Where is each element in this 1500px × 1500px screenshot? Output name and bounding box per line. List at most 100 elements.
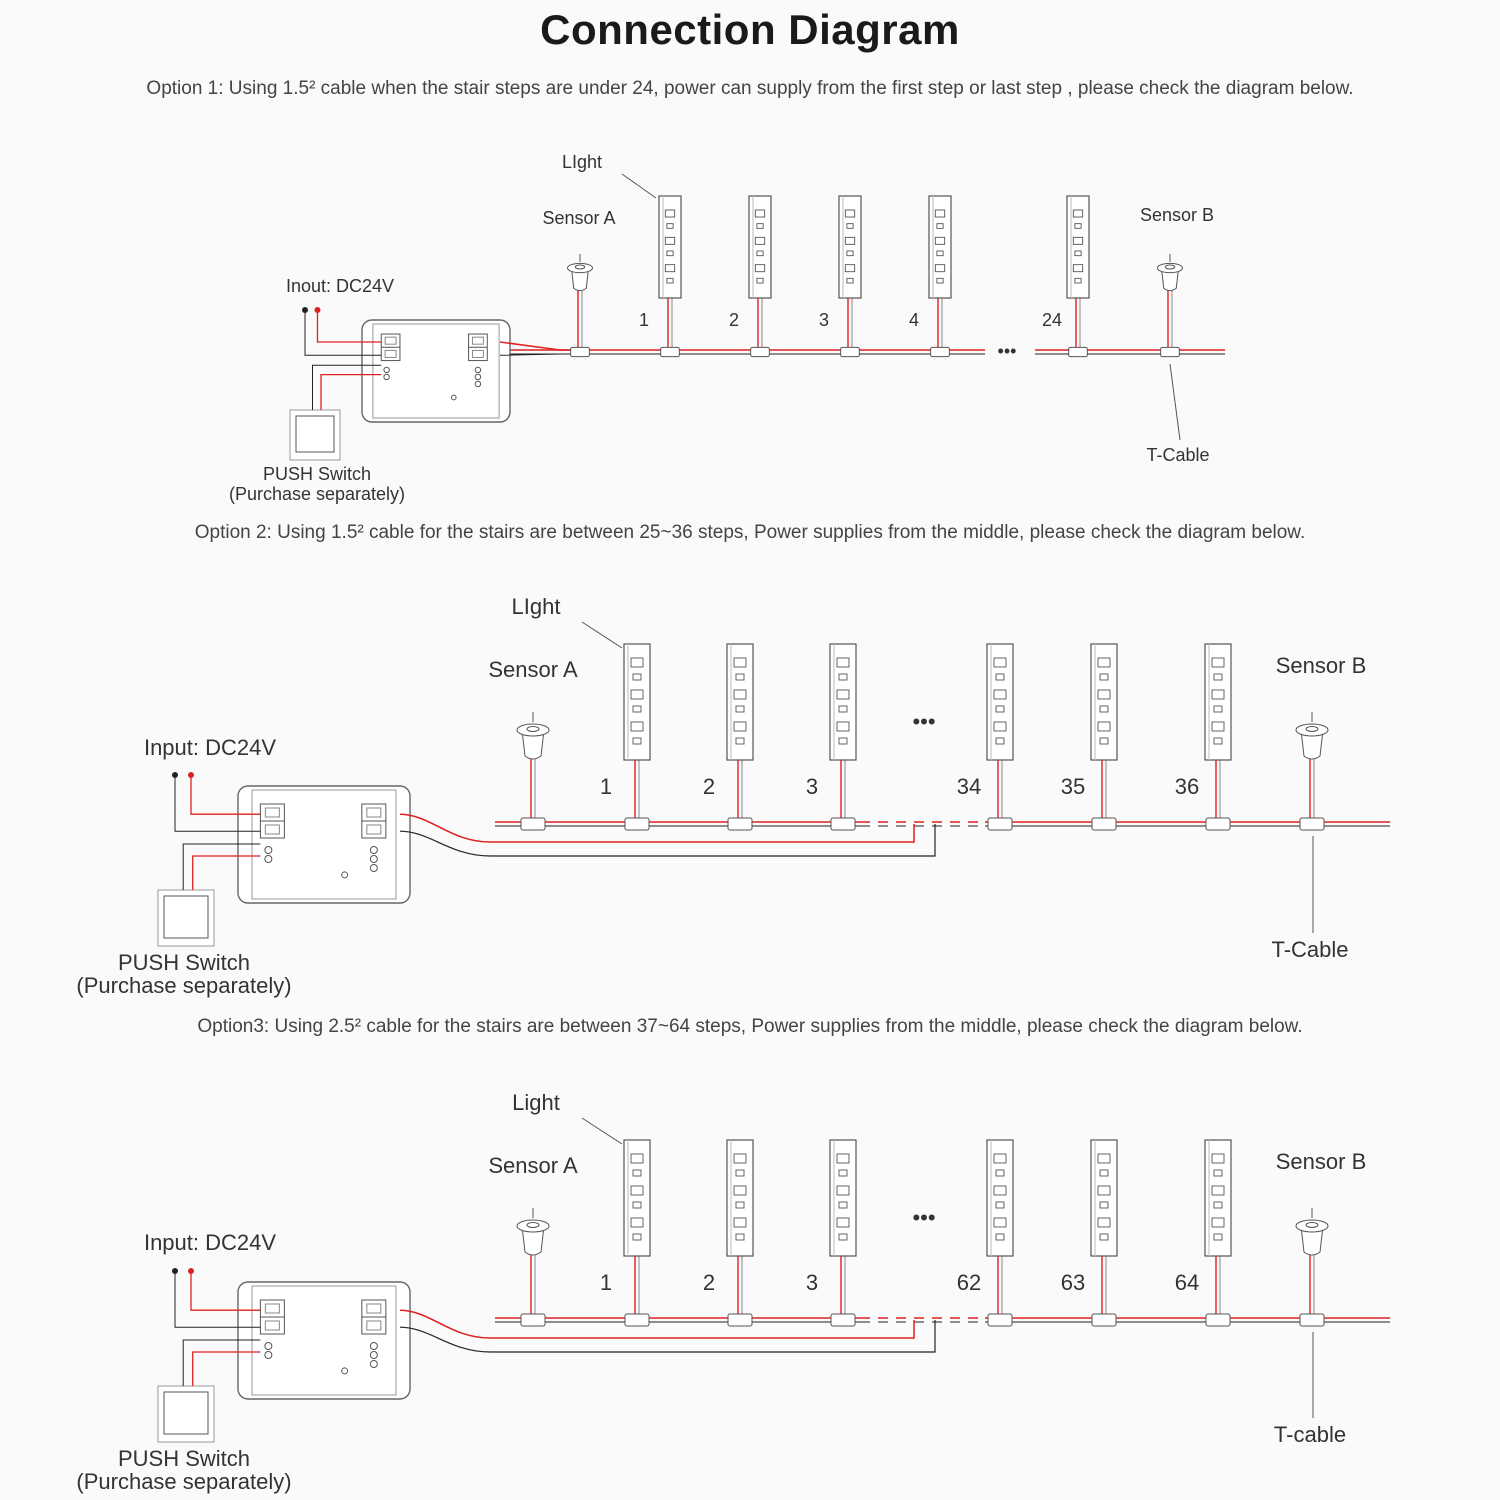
sensor-b-label: Sensor B <box>1276 653 1367 678</box>
t-connector <box>660 346 680 358</box>
step-light <box>748 195 772 358</box>
power-input-wires <box>302 307 382 356</box>
input-terminal <box>259 803 285 839</box>
push-switch <box>157 1339 261 1443</box>
step-light <box>928 195 952 358</box>
sensor-a <box>516 1208 550 1327</box>
ellipsis: ••• <box>912 1205 935 1230</box>
step-light <box>726 1139 754 1327</box>
push-switch-label: PUSH Switch <box>263 464 371 484</box>
input-terminal <box>380 333 401 362</box>
step-number: 2 <box>703 774 715 799</box>
t-connector <box>987 817 1013 831</box>
step-number: 1 <box>639 310 649 330</box>
light-label: Light <box>512 1090 560 1115</box>
t-connector <box>1299 817 1325 831</box>
t-connector <box>1299 1313 1325 1327</box>
step-number: 1 <box>600 774 612 799</box>
step-light <box>838 195 862 358</box>
step-number: 62 <box>957 1270 981 1295</box>
step-light <box>658 195 682 358</box>
power-input-wires <box>172 772 261 832</box>
t-connector <box>727 1313 753 1327</box>
sensor-b-label: Sensor B <box>1140 205 1214 225</box>
sensor-a-label: Sensor A <box>542 208 615 228</box>
purchase-separately-note: (Purchase separately) <box>76 973 291 998</box>
sensor-b-label: Sensor B <box>1276 1149 1367 1174</box>
controller <box>237 785 411 904</box>
controller <box>361 319 511 423</box>
step-number: 64 <box>1175 1270 1199 1295</box>
step-light <box>986 643 1014 831</box>
input-terminal <box>259 1299 285 1335</box>
output-terminal <box>361 803 387 839</box>
light-label: LIght <box>562 152 602 172</box>
light-leader-line <box>581 1117 623 1145</box>
push-switch <box>289 364 382 461</box>
step-light <box>1090 643 1118 831</box>
step-number: 36 <box>1175 774 1199 799</box>
option-2-description: Option 2: Using 1.5² cable for the stair… <box>194 522 1306 543</box>
step-number: 3 <box>806 774 818 799</box>
ellipsis: ••• <box>998 341 1017 361</box>
sensor-b <box>1295 712 1329 831</box>
ellipsis: ••• <box>912 709 935 734</box>
step-light <box>623 643 651 831</box>
output-terminal <box>468 333 488 362</box>
page-title: Connection Diagram <box>540 6 960 53</box>
step-number: 4 <box>909 310 919 330</box>
t-connector <box>1160 346 1180 358</box>
t-connector <box>624 817 650 831</box>
controller <box>237 1281 411 1400</box>
step-light <box>829 643 857 831</box>
sensor-a-label: Sensor A <box>488 1153 578 1178</box>
t-connector <box>930 346 950 358</box>
t-cable-label: T-Cable <box>1146 445 1209 465</box>
step-number: 35 <box>1061 774 1085 799</box>
t-connector <box>520 1313 546 1327</box>
option-3-description: Option3: Using 2.5² cable for the stairs… <box>197 1016 1303 1037</box>
step-light <box>1204 1139 1232 1327</box>
step-light <box>1066 195 1090 358</box>
purchase-separately-note: (Purchase separately) <box>229 484 405 504</box>
t-connector <box>1091 1313 1117 1327</box>
option-3-diagram: ••• Input: DC24V PUSH Switch(Purchase sepa… <box>76 1090 1390 1494</box>
option-1-description: Option 1: Using 1.5² cable when the stai… <box>146 78 1354 99</box>
step-light <box>726 643 754 831</box>
input-voltage-label: Input: DC24V <box>144 1230 276 1255</box>
t-connector <box>830 1313 856 1327</box>
t-connector <box>727 817 753 831</box>
t-connector <box>1068 346 1088 358</box>
t-connector <box>1091 817 1117 831</box>
push-switch-label: PUSH Switch <box>118 1446 250 1471</box>
step-light <box>986 1139 1014 1327</box>
step-number: 2 <box>703 1270 715 1295</box>
step-number: 1 <box>600 1270 612 1295</box>
t-cable-leader-line <box>1169 363 1181 441</box>
t-connector <box>520 817 546 831</box>
light-leader-line <box>621 173 657 199</box>
t-connector <box>830 817 856 831</box>
main-cable <box>495 821 1390 827</box>
t-cable-label: T-cable <box>1274 1422 1346 1447</box>
push-switch <box>157 843 261 947</box>
t-connector <box>1205 817 1231 831</box>
step-light <box>1204 643 1232 831</box>
step-light <box>1090 1139 1118 1327</box>
output-wires <box>499 341 570 356</box>
t-connector <box>987 1313 1013 1327</box>
purchase-separately-note: (Purchase separately) <box>76 1469 291 1494</box>
step-number: 3 <box>806 1270 818 1295</box>
push-switch-label: PUSH Switch <box>118 950 250 975</box>
t-cable-label: T-Cable <box>1271 937 1348 962</box>
input-voltage-label: Inout: DC24V <box>286 276 394 296</box>
power-input-wires <box>172 1268 261 1328</box>
step-number: 63 <box>1061 1270 1085 1295</box>
sensor-b <box>1157 253 1183 358</box>
output-wires <box>399 813 936 857</box>
sensor-a <box>567 253 593 358</box>
t-connector <box>1205 1313 1231 1327</box>
step-light <box>623 1139 651 1327</box>
